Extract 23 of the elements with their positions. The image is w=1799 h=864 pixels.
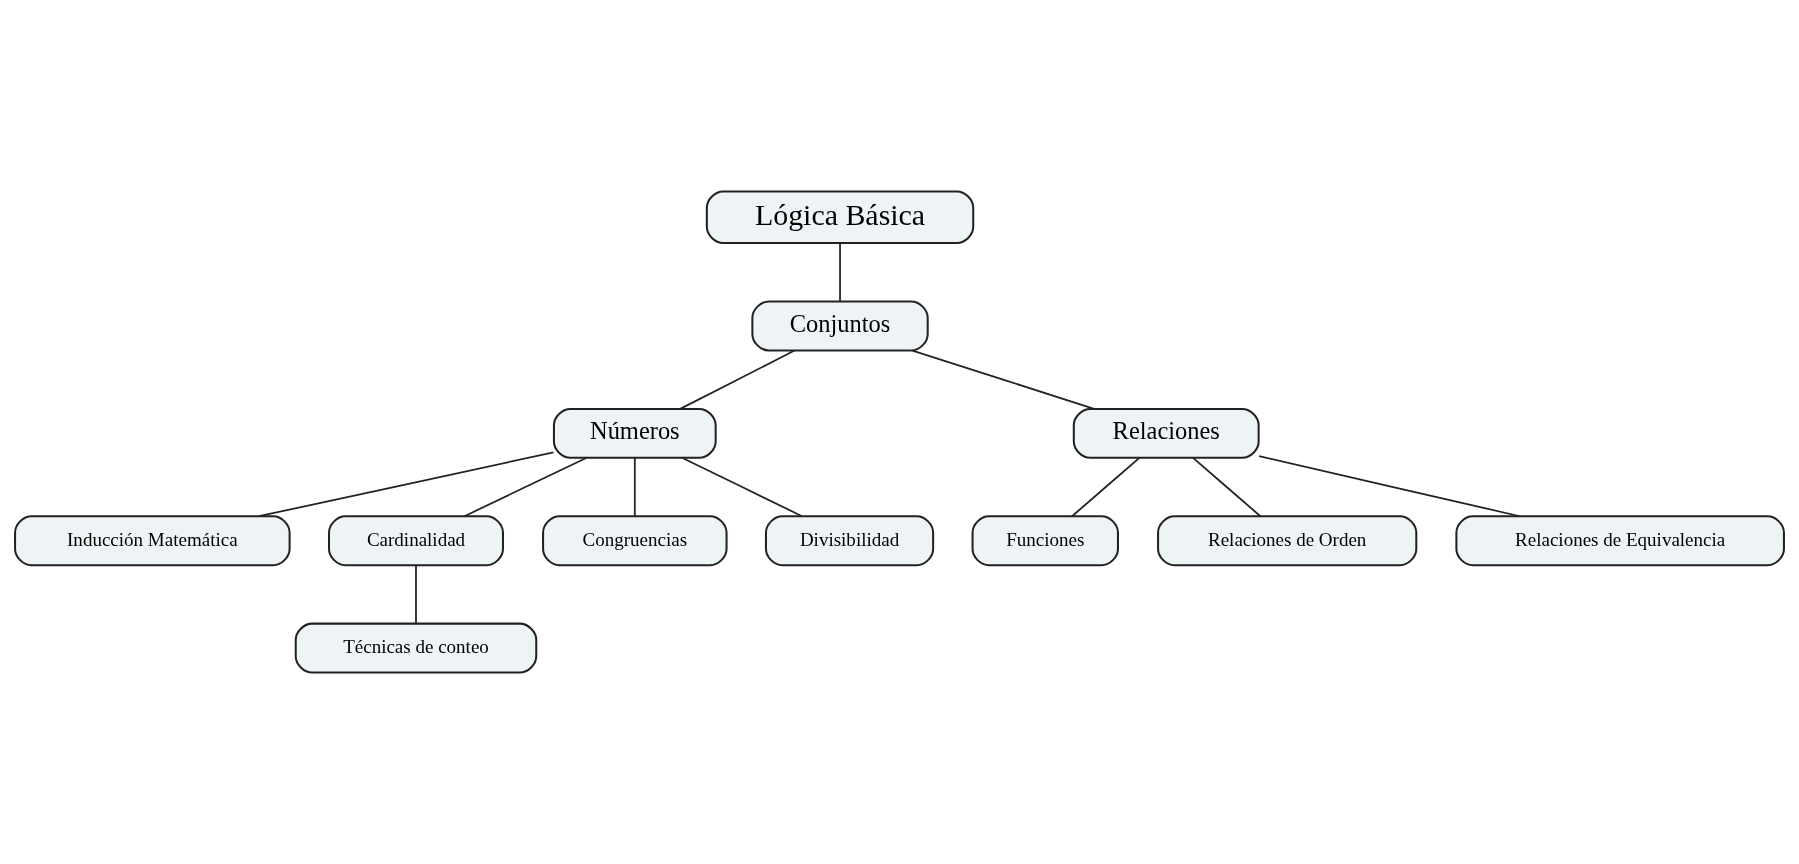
node-box: Funciones: [971, 515, 1119, 567]
node-box: Cardinalidad: [328, 515, 504, 567]
node-box: Relaciones de Equivalencia: [1455, 515, 1785, 567]
connector: [911, 349, 1095, 410]
node-box: Divisibilidad: [764, 515, 935, 567]
connector: [681, 457, 803, 518]
connector: [1192, 457, 1262, 518]
node-box: Relaciones: [1072, 407, 1260, 459]
connector: [1071, 457, 1141, 518]
connector: [258, 451, 555, 518]
node-box: Conjuntos: [751, 300, 929, 352]
connector: [839, 242, 841, 303]
node-box: Relaciones de Orden: [1157, 515, 1418, 567]
connector: [415, 564, 417, 625]
node-box: Números: [552, 407, 717, 459]
node-box: Congruencias: [542, 515, 728, 567]
node-box: Inducción Matemática: [14, 515, 291, 567]
node-box: Lógica Básica: [705, 190, 975, 245]
connector: [1258, 455, 1521, 518]
connector: [463, 457, 588, 518]
node-box: Técnicas de conteo: [294, 622, 538, 674]
connector: [679, 349, 796, 410]
connector: [633, 457, 636, 518]
